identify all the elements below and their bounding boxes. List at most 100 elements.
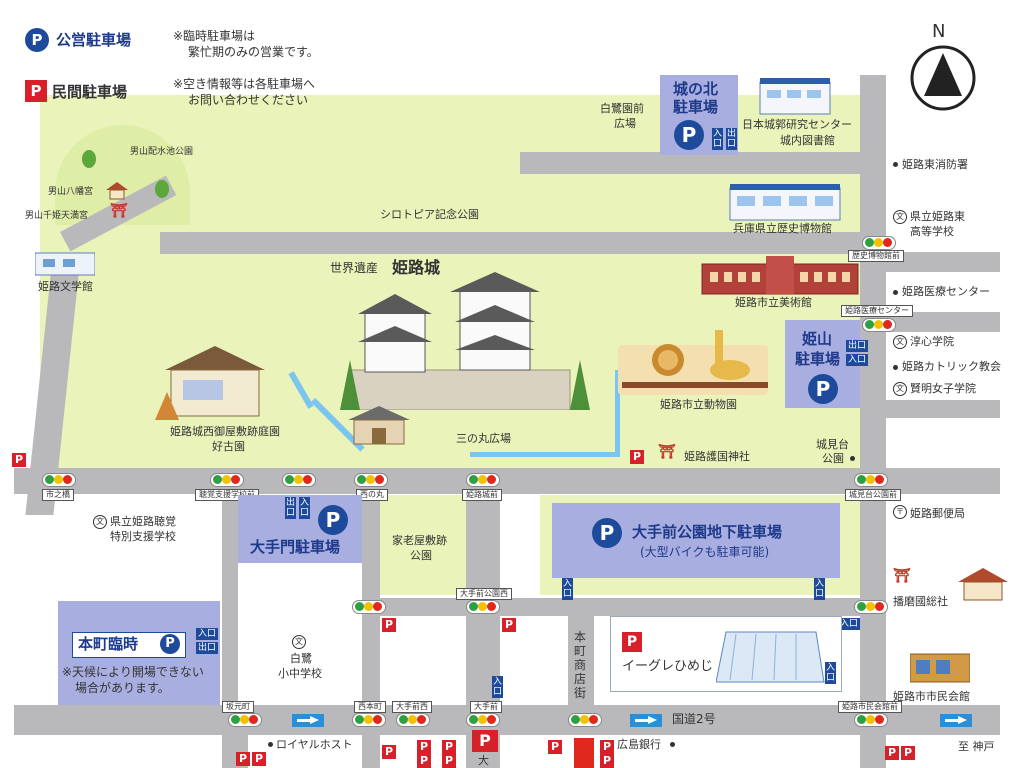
east-arrow-icon: [630, 714, 662, 727]
road-east-vertical: [860, 75, 886, 768]
traffic-signal-icon: [862, 236, 896, 250]
kokoen-label2: 好古園: [212, 440, 245, 453]
traffic-signal-icon: [466, 713, 500, 727]
literature-label: 姫路文学館: [38, 280, 93, 293]
honmachi-entry: 入口: [196, 628, 219, 640]
castle-prefix: 世界遺産: [330, 261, 379, 275]
exit-label: 出口: [285, 498, 295, 518]
history-museum-building-icon: [729, 184, 841, 221]
road-iryo-east: [870, 312, 1000, 332]
signal-jonishi: 姫路城前: [462, 489, 502, 501]
entry-label: 入口: [562, 579, 572, 599]
route2-label: 国道2号: [672, 712, 716, 726]
traffic-signal-icon: [854, 713, 888, 727]
school-icon: 文: [93, 515, 107, 529]
private-parking-icon: P: [630, 450, 644, 464]
big-parking-icon: P: [472, 730, 498, 752]
castle-name: 姫路城: [392, 258, 441, 277]
shiromidai-label1: 城見台: [816, 438, 849, 451]
entry-label: 入口: [492, 677, 502, 697]
eagle-building-icon: [716, 631, 825, 683]
private-parking-icon: P: [548, 740, 562, 754]
traffic-signal-icon: [396, 713, 430, 727]
signal-ichinohashi: 市之橋: [42, 489, 74, 501]
otemae-note: (大型バイクも駐車可能): [640, 545, 770, 559]
literature-museum-icon: [35, 252, 95, 276]
traffic-signal-icon: [862, 318, 896, 332]
torii-icon: ⛩: [893, 568, 911, 584]
private-parking-icon: P: [442, 754, 456, 768]
traffic-signal-icon: [210, 473, 244, 487]
fire-station-label: 姫路東消防署: [902, 158, 968, 171]
otokoyama-senhime-label: 男山千姫天満宮: [25, 211, 89, 221]
private-parking-icon: P: [600, 754, 614, 768]
legend-public-label: 公営駐車場: [56, 31, 132, 49]
exit-label: 出口: [726, 129, 736, 149]
zoo-label: 姫路市立動物園: [660, 398, 737, 411]
hiroshima-bank-label: 広島銀行: [617, 738, 661, 751]
shrine-icon: [106, 182, 128, 200]
moat-south: [470, 452, 620, 457]
bank-bullet: [670, 742, 675, 747]
himeyama-p-icon: P: [808, 374, 838, 404]
post-icon: 〒: [893, 505, 907, 519]
private-parking-icon: P: [502, 618, 516, 632]
traffic-signal-icon: [42, 473, 76, 487]
traffic-signal-icon: [466, 600, 500, 614]
shiro-kita-line2: 駐車場: [673, 98, 719, 116]
karoya-label2: 公園: [410, 549, 432, 562]
road-top-north: [520, 152, 880, 174]
traffic-signal-icon: [352, 713, 386, 727]
medical-label: 姫路医療センター: [902, 285, 990, 298]
torii-icon: ⛩: [658, 444, 676, 460]
shiro-kita-p-icon: P: [674, 120, 704, 150]
shotengai-label: 本町商店街: [574, 630, 587, 700]
school-icon: 文: [893, 335, 907, 349]
otemon-exit: 出口: [285, 497, 296, 519]
higashi-hs-label2: 高等学校: [910, 225, 954, 238]
hakuro-school-label1: 白鷺: [290, 652, 312, 665]
compass-n-label: N: [932, 21, 946, 42]
private-parking-icon: P: [382, 618, 396, 632]
exit-label: 出口: [198, 643, 217, 653]
eagle-p-icon: P: [622, 632, 642, 652]
road-kenmei-east: [870, 400, 1000, 418]
entry-label: 入口: [814, 579, 824, 599]
traffic-signal-icon: [854, 600, 888, 614]
traffic-signal-icon: [568, 713, 602, 727]
civic-label: 姫路市市民会館: [893, 690, 970, 703]
shirotopia-label: シロトピア記念公園: [380, 208, 479, 221]
honmachi-exit: 出口: [196, 642, 219, 654]
private-parking-icon: P: [442, 740, 456, 754]
karoya-label1: 家老屋敷跡: [392, 534, 447, 547]
history-museum-label: 兵庫県立歴史博物館: [733, 222, 832, 235]
private-parking-icon: P: [12, 453, 26, 467]
signal-nishihon: 西本町: [354, 701, 386, 713]
castle-library-label: 城内図書館: [780, 134, 835, 147]
traffic-signal-icon: [354, 473, 388, 487]
legend-note2b: お問い合わせください: [188, 93, 309, 107]
otemae-entry-west: 入口: [562, 578, 573, 600]
sannomaru-label: 三の丸広場: [456, 432, 511, 445]
otemon-entry: 入口: [299, 497, 310, 519]
fire-bullet: [893, 162, 898, 167]
royal-bullet: [268, 742, 273, 747]
road-shotengai: [568, 616, 594, 716]
honmachi-p-icon: P: [160, 634, 180, 654]
entry-label: 入口: [825, 663, 835, 683]
traffic-signal-icon: [854, 473, 888, 487]
signal-otemae-nishi: 大手前西: [392, 701, 432, 713]
exit-label: 出口: [848, 341, 867, 351]
art-museum-icon: [701, 256, 859, 295]
traffic-signal-icon: [228, 713, 262, 727]
shiromidai-label2: 公園: [822, 452, 844, 465]
entry-label: 入口: [840, 619, 859, 629]
private-parking-icon: P: [25, 80, 47, 102]
shiromidai-bullet: [850, 456, 855, 461]
hakuro-school-label2: 小中学校: [278, 667, 322, 680]
otemae-entry-east: 入口: [814, 578, 825, 600]
civic-hall-icon: [910, 653, 970, 683]
signal-civic: 姫路市民会館前: [838, 701, 902, 713]
school-icon: 文: [893, 210, 907, 224]
kenmei-label: 賢明女子学院: [910, 382, 976, 395]
